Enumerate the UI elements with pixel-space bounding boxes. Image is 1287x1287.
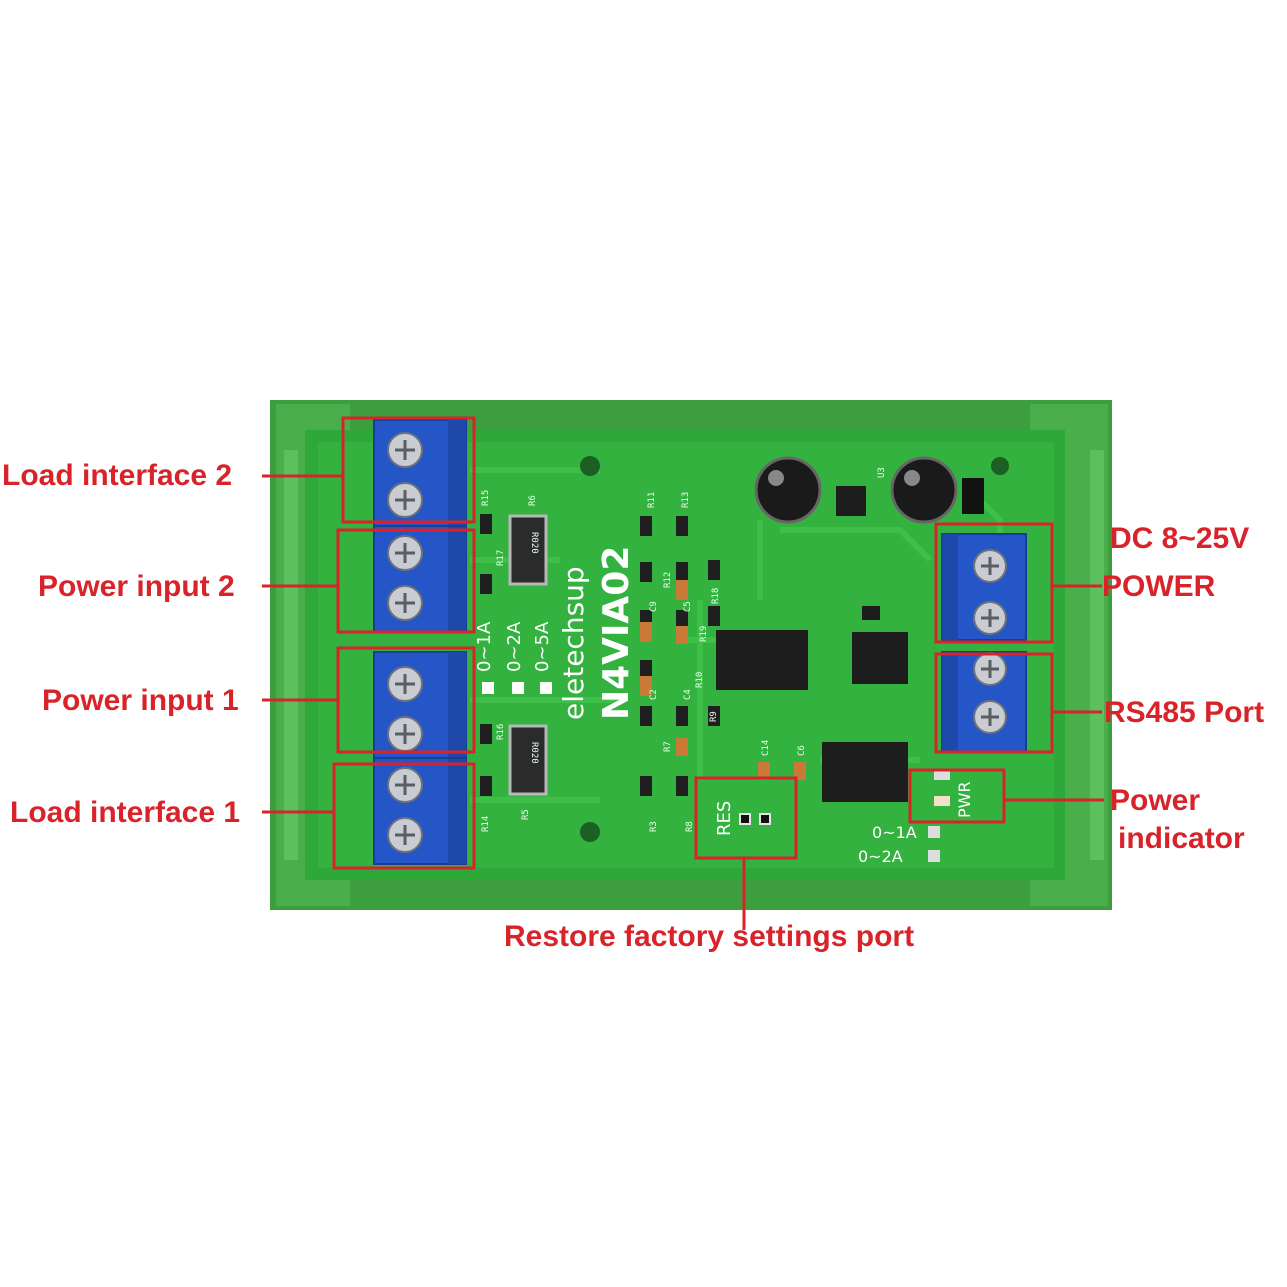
- box-power-input-2: [336, 528, 476, 634]
- rail-lip-right: [1090, 450, 1104, 860]
- label-power-indicator-1: Power: [1110, 784, 1201, 817]
- voltage-regulator: [836, 486, 866, 516]
- mounting-hole: [580, 822, 600, 842]
- svg-text:U3: U3: [877, 467, 887, 478]
- box-power-indicator: [908, 768, 1006, 824]
- select-pad-2a: [928, 850, 940, 862]
- select-1a-silkscreen: 0~1A: [872, 823, 917, 842]
- left-screw-slots: [395, 440, 415, 845]
- ic-soic8: [852, 632, 908, 684]
- range-pad-1a: [482, 682, 494, 694]
- svg-text:R16: R16: [496, 724, 506, 740]
- svg-text:R18: R18: [711, 588, 721, 604]
- range-5a-silkscreen: 0~5A: [532, 621, 553, 672]
- label-load-interface-1: Load interface 1: [10, 796, 241, 829]
- label-dc-power-voltage: DC 8~25V: [1110, 522, 1250, 555]
- pwr-led: [934, 796, 950, 806]
- range-pad-5a: [540, 682, 552, 694]
- electrolytic-capacitor-2: [890, 456, 958, 524]
- shunt-resistor-top: [508, 514, 548, 586]
- svg-text:C4: C4: [683, 689, 693, 700]
- res-pin-2: [759, 813, 771, 825]
- electrolytic-capacitor-1: [754, 456, 822, 524]
- model-silkscreen: N4VIA02: [596, 546, 637, 720]
- svg-text:R8: R8: [685, 821, 695, 832]
- res-silkscreen: RES: [714, 801, 735, 836]
- range-pad-2a: [512, 682, 524, 694]
- svg-text:C9: C9: [649, 601, 659, 612]
- select-pad-1a: [928, 826, 940, 838]
- svg-text:R12: R12: [663, 572, 673, 588]
- svg-text:R7: R7: [663, 741, 673, 752]
- box-res-port: [694, 776, 798, 860]
- capacitor-highlight: [904, 470, 920, 486]
- svg-text:C5: C5: [683, 601, 693, 612]
- svg-text:R10: R10: [695, 672, 705, 688]
- pwr-silkscreen: PWR: [955, 781, 974, 818]
- svg-text:R5: R5: [521, 809, 531, 820]
- smd-parts: [480, 514, 720, 796]
- box-dc-power: [934, 522, 1054, 644]
- svg-text:R15: R15: [481, 490, 491, 506]
- svg-text:R17: R17: [496, 550, 506, 566]
- box-rs485: [934, 652, 1054, 754]
- svg-text:R19: R19: [699, 626, 709, 642]
- res-pin-1: [739, 813, 751, 825]
- brand-silkscreen: eletechsup: [557, 566, 590, 720]
- label-load-interface-2: Load interface 2: [2, 459, 233, 492]
- mounting-hole: [580, 456, 600, 476]
- svg-text:R11: R11: [647, 492, 657, 508]
- rail-lip-left: [284, 450, 298, 860]
- svg-text:C6: C6: [797, 745, 807, 756]
- label-power-input-2: Power input 2: [38, 570, 235, 603]
- shunt-label-bottom: R020: [529, 742, 539, 764]
- label-dc-power: POWER: [1102, 570, 1216, 603]
- shunt-label-top: R020: [529, 532, 539, 554]
- callout-leaders: [262, 474, 1104, 930]
- svg-text:C14: C14: [761, 740, 771, 756]
- callout-boxes: [332, 416, 1054, 870]
- box-load-interface-1: [332, 762, 476, 870]
- jumper-header: [962, 478, 984, 514]
- ic-small: [862, 606, 880, 620]
- capacitor-highlight: [768, 470, 784, 486]
- select-2a-silkscreen: 0~2A: [858, 847, 903, 866]
- svg-text:R3: R3: [649, 821, 659, 832]
- svg-text:C2: C2: [649, 689, 659, 700]
- label-restore-factory: Restore factory settings port: [504, 920, 915, 953]
- led-pad: [934, 770, 950, 780]
- svg-text:R6: R6: [528, 495, 538, 506]
- mounting-hole: [991, 457, 1009, 475]
- label-rs485-port: RS485 Port: [1104, 696, 1265, 729]
- range-2a-silkscreen: 0~2A: [504, 621, 525, 672]
- svg-text:R13: R13: [681, 492, 691, 508]
- box-load-interface-2: [341, 416, 476, 524]
- ic-mcu: [822, 742, 908, 802]
- svg-text:R9: R9: [709, 711, 719, 722]
- range-1a-silkscreen: 0~1A: [474, 621, 495, 672]
- shunt-resistor-bottom: [508, 724, 548, 796]
- right-screw-slots: [981, 557, 999, 726]
- label-power-input-1: Power input 1: [42, 684, 239, 717]
- svg-text:R14: R14: [481, 816, 491, 832]
- smd-capacitors: [640, 580, 806, 780]
- label-power-indicator-2: indicator: [1118, 822, 1245, 855]
- reference-labels: R15 R17 R6 R16 R14 R5 R11 R13 R12 R18 R1…: [481, 467, 887, 832]
- ic-soic16: [716, 630, 808, 690]
